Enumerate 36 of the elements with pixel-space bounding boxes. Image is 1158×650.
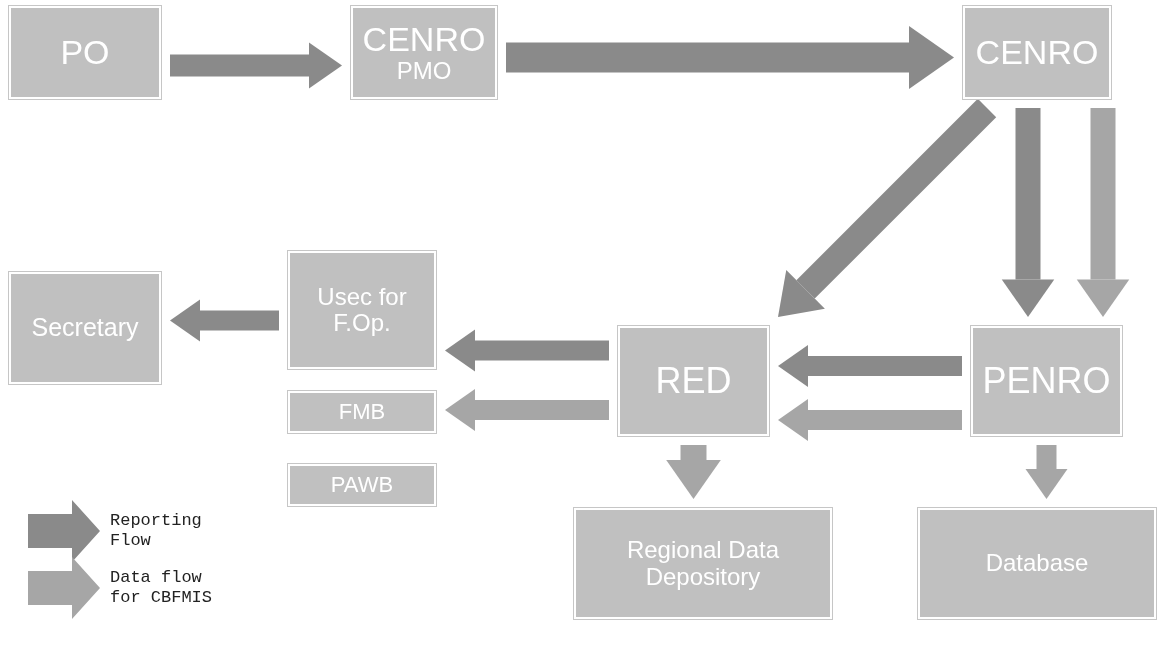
block-arrow: [170, 299, 279, 342]
box-label: Secretary: [31, 314, 139, 342]
org-box: [970, 325, 1123, 437]
org-box: [287, 463, 437, 507]
box-label: PAWB: [330, 472, 394, 498]
org-box: [350, 5, 498, 100]
box-label: Database: [985, 550, 1089, 577]
block-arrow: [1001, 108, 1055, 317]
box-label: Usec for F.Op.: [316, 283, 408, 337]
legend-text: Reporting Flow: [110, 511, 203, 551]
box-label: Regional Data Depository: [625, 537, 781, 590]
box-label: FMB: [338, 399, 386, 425]
legend-text: Data flow for CBFMIS: [110, 568, 214, 608]
block-arrow: [1076, 108, 1130, 317]
block-arrow: [506, 26, 954, 89]
block-arrow: [170, 42, 342, 89]
block-arrow: [1025, 445, 1068, 499]
block-arrow: [778, 98, 997, 317]
box-label: PENRO: [982, 361, 1111, 401]
block-arrow: [666, 445, 721, 499]
block-arrow: [445, 389, 609, 431]
block-arrow: [778, 345, 962, 387]
box-label: PMO: [396, 58, 452, 85]
org-box: [8, 271, 162, 385]
org-box: [8, 5, 162, 100]
box-label: RED: [655, 361, 732, 401]
box-label: PO: [60, 33, 110, 72]
org-box: [287, 250, 437, 370]
org-box: [962, 5, 1112, 100]
box-label: CENRO: [975, 33, 1099, 72]
org-box: [617, 325, 770, 437]
block-arrow: [778, 399, 962, 441]
org-box: [287, 390, 437, 434]
box-label: CENRO: [362, 20, 486, 58]
org-box: [917, 507, 1157, 620]
org-box: [573, 507, 833, 620]
